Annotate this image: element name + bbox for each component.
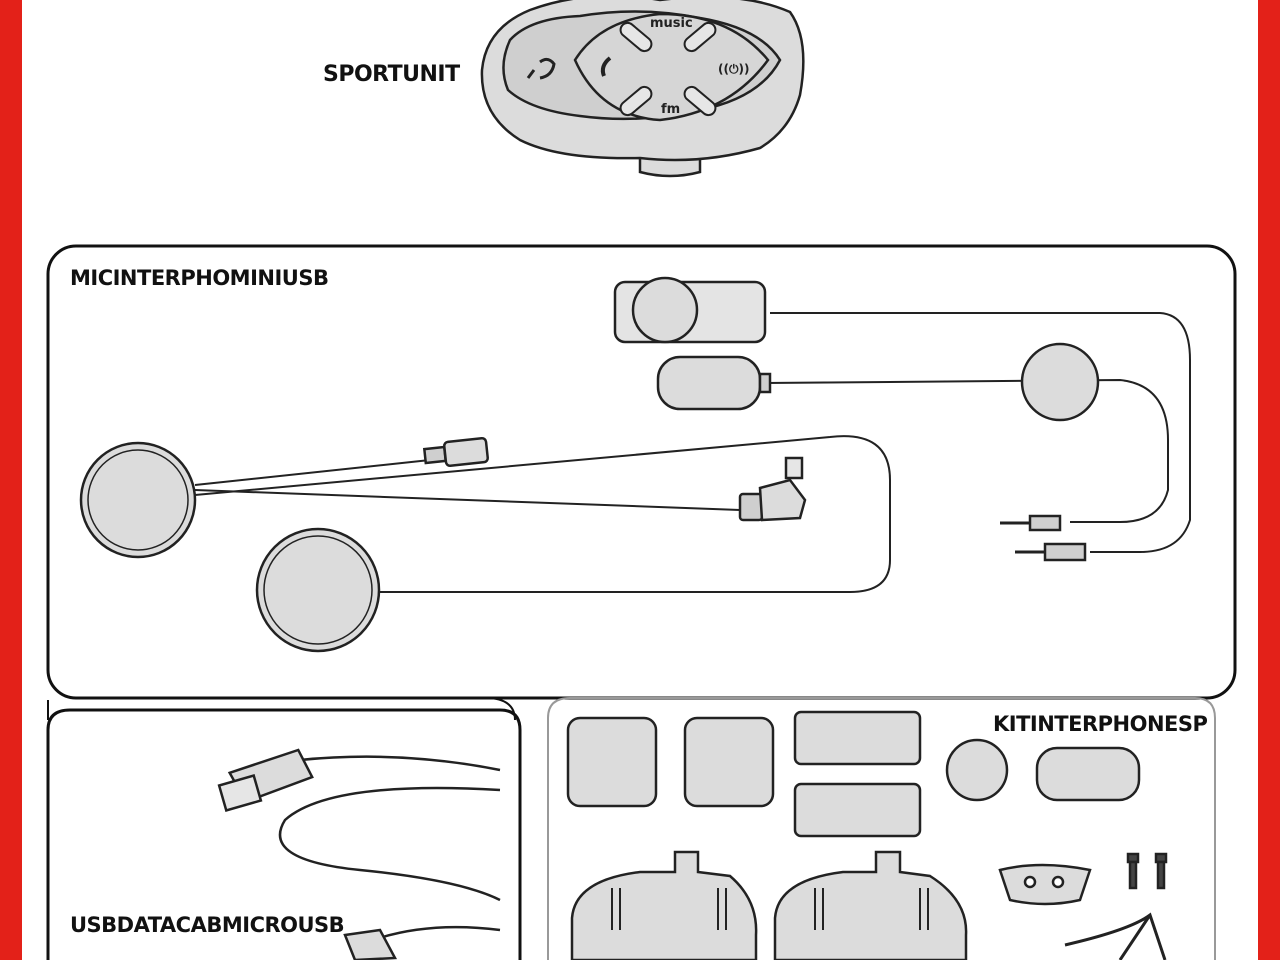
clamp-plate-1 [570, 850, 758, 960]
bracket-hole-1 [1023, 875, 1037, 889]
mounting-kit [566, 710, 1168, 960]
adhesive-strip-2 [793, 782, 922, 838]
phone-icon [600, 56, 612, 77]
label-micinterphominiusb: MICINTERPHOMINIUSB [70, 266, 329, 290]
usbdatacab-box [46, 708, 522, 960]
bracket-hole-2 [1051, 875, 1065, 889]
device-music-label: music [650, 16, 693, 31]
usb-connector-neck [738, 492, 764, 522]
clamp-plate-1-slots [611, 888, 727, 930]
button-upper-left [619, 21, 653, 53]
usb-connector-body [758, 478, 807, 522]
usb-cable-top [299, 755, 501, 772]
power-icon: ((⏻)) [718, 62, 749, 76]
headset-kit [79, 276, 1191, 653]
speaker-right-rim [263, 535, 373, 645]
label-kitinterphonesp: KITINTERPHONESP [993, 712, 1208, 736]
jack-connector-plug [443, 437, 489, 467]
boom-mic-neck [758, 372, 772, 394]
flat-mic-capsule [631, 276, 699, 344]
label-sportunit: SPORTUNIT [323, 62, 460, 87]
screw-2-body [1156, 860, 1166, 890]
usb-cable [217, 748, 501, 960]
cable-to-usb [194, 489, 741, 511]
mic-velcro-disc [1020, 342, 1100, 422]
screw-1-body [1128, 860, 1138, 890]
usb-cable-loop [278, 786, 501, 902]
cable-flat-mic [770, 312, 1191, 553]
kitinterphonesp-box [547, 697, 1216, 960]
boom-mic [656, 355, 762, 411]
cable-to-jack [194, 459, 431, 486]
button-lower-left [619, 85, 653, 117]
velcro-disc [945, 738, 1009, 802]
sportunit-device: ((⏻)) [480, 0, 805, 178]
speaker-left-rim [87, 449, 189, 551]
clamp-plate-2-slots [814, 888, 929, 930]
usbdatacab-box-shadow [47, 697, 516, 721]
device-fm-label: fm [661, 102, 681, 117]
right-red-border [1258, 0, 1280, 960]
adhesive-pad-1 [566, 716, 658, 808]
jack-connector-ring [422, 445, 448, 465]
adhesive-pad-2 [683, 716, 775, 808]
cellularline-logo-icon [526, 57, 556, 80]
audio-jack-1 [1028, 514, 1062, 532]
left-red-border [0, 0, 22, 960]
speaker-left [79, 441, 197, 559]
button-lower-right [683, 85, 717, 117]
wire-clip [1064, 912, 1167, 960]
small-bracket [998, 863, 1092, 906]
audio-jack-2 [1043, 542, 1087, 562]
micro-usb-plug [343, 928, 398, 960]
cable-to-second-speaker [194, 435, 891, 593]
label-usbdatacabmicrousb: USBDATACABMICROUSB [70, 913, 345, 937]
speaker-right [255, 527, 381, 653]
clamp-plate-2 [773, 850, 968, 960]
usb-connector-tip [784, 456, 804, 480]
cable-boom-mic [764, 378, 1169, 523]
usb-a-tip [217, 773, 263, 813]
button-upper-right [683, 21, 717, 53]
velcro-oval [1035, 746, 1141, 802]
adhesive-strip-1 [793, 710, 922, 766]
